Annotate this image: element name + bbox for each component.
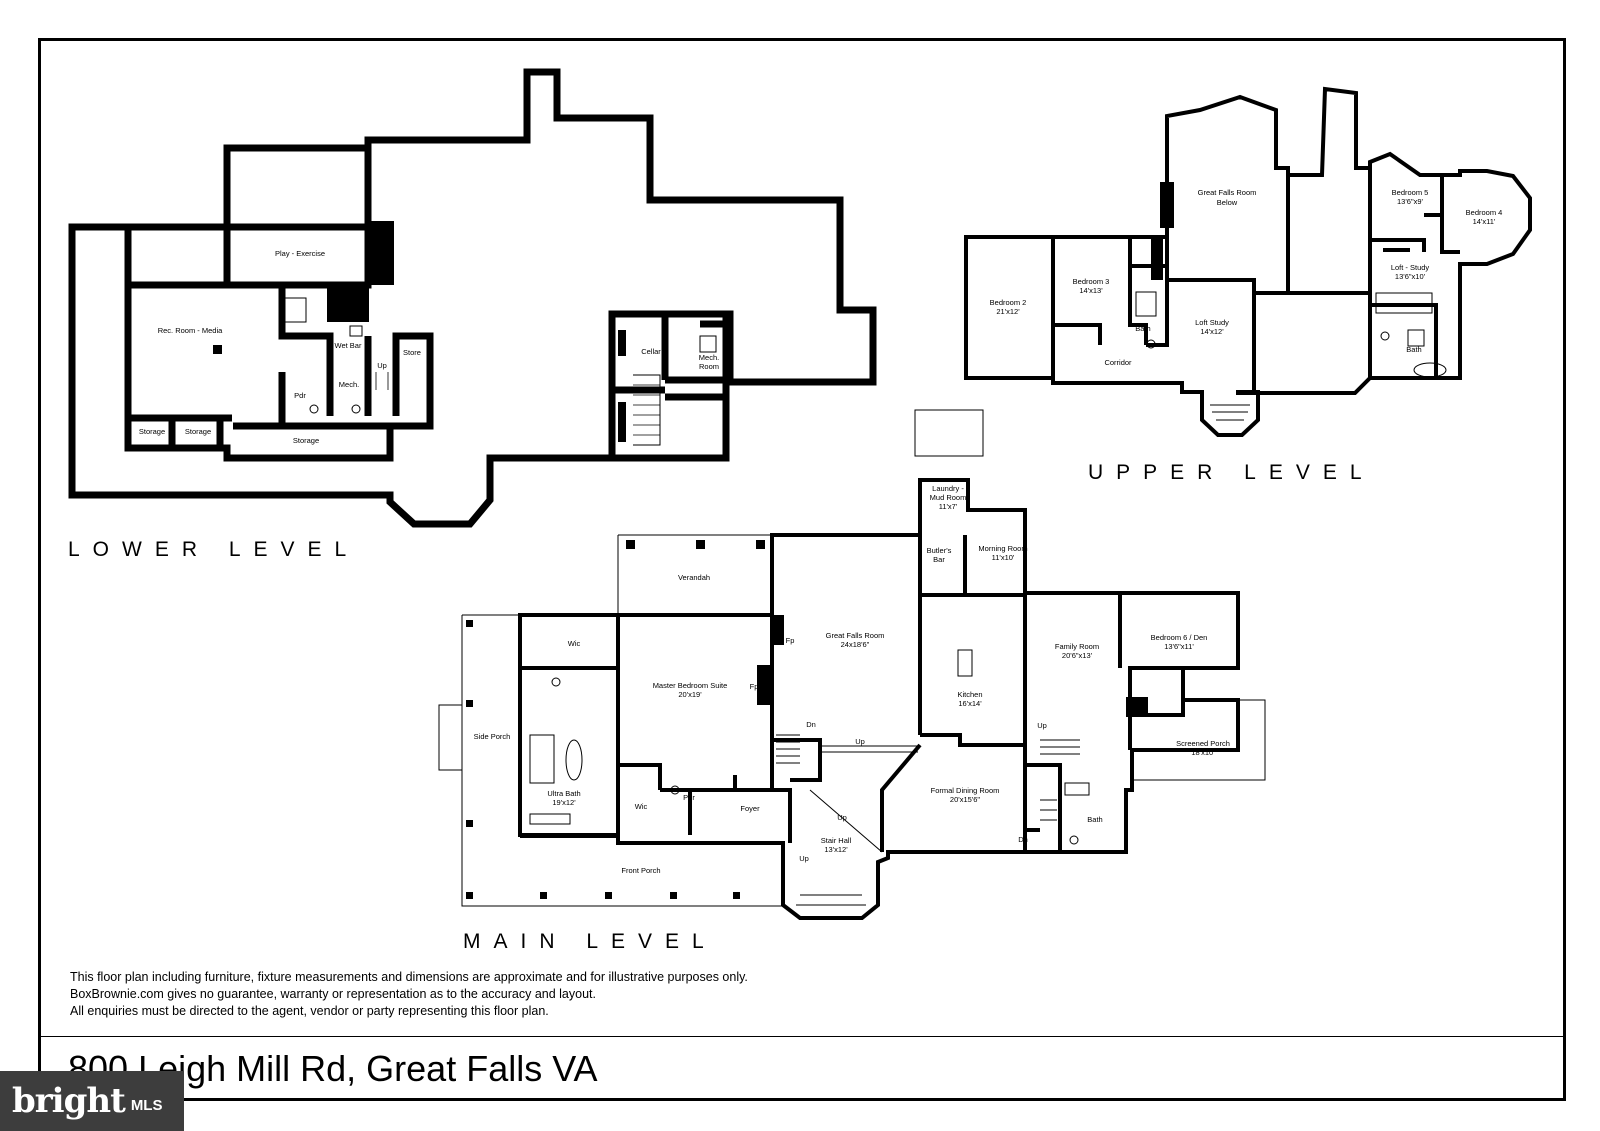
lower-level-labels: Play - Exercise Rec. Room - Media Wet Ba… <box>139 249 719 445</box>
room-corridor: Corridor <box>1104 358 1132 367</box>
room-bedroom-6: Bedroom 6 / Den <box>1151 633 1208 642</box>
room-ultra-bath: Ultra Bath <box>547 789 580 798</box>
room-bedroom-2-dim: 21'x12' <box>996 307 1020 316</box>
room-wic-2: Wic <box>635 802 648 811</box>
room-bedroom-2: Bedroom 2 <box>990 298 1027 307</box>
bright-mls-logo: bright MLS <box>0 1071 184 1131</box>
disclaimer-line: BoxBrownie.com gives no guarantee, warra… <box>70 987 596 1001</box>
room-bedroom-4-dim: 14'x11' <box>1473 217 1496 226</box>
room-bedroom-3-dim: 14'x13' <box>1079 286 1103 295</box>
level-title-upper: UPPER LEVEL <box>1088 461 1375 484</box>
room-bath-main: Bath <box>1087 815 1102 824</box>
room-laundry-2: Mud Room <box>930 493 967 502</box>
stair-up-1: Up <box>855 737 865 746</box>
upper-level-labels: Great Falls Room Below Bedroom 5 13'6"x9… <box>990 188 1503 367</box>
stair-up-lower: Up <box>377 361 387 370</box>
room-cellar: Cellar <box>641 347 661 356</box>
room-butlers-2: Bar <box>933 555 945 564</box>
room-bedroom-6-dim: 13'6"x11' <box>1164 642 1194 651</box>
room-foyer: Foyer <box>740 804 760 813</box>
room-butlers-1: Butler's <box>927 546 952 555</box>
room-bedroom-5: Bedroom 5 <box>1392 188 1429 197</box>
room-bath-a: Bath <box>1406 345 1421 354</box>
room-verandah: Verandah <box>678 573 710 582</box>
brand-mls: MLS <box>130 1096 163 1114</box>
room-storage-1: Storage <box>139 427 165 436</box>
room-loft-study-2: Loft - Study <box>1391 263 1430 272</box>
upper-level-plan <box>964 86 1532 437</box>
room-loft-study-dim: 14'x12' <box>1200 327 1224 336</box>
room-stair-hall: Stair Hall <box>821 836 852 845</box>
stair-dn-1: Dn <box>806 720 816 729</box>
room-loft-study: Loft Study <box>1195 318 1229 327</box>
disclaimer-line: This floor plan including furniture, fix… <box>70 970 748 984</box>
room-store: Store <box>403 348 421 357</box>
main-level-fixtures <box>466 540 1148 906</box>
room-play-exercise: Play - Exercise <box>275 249 325 258</box>
room-master-dim: 20'x19' <box>678 690 702 699</box>
lower-level-plan <box>68 68 877 528</box>
room-side-porch: Side Porch <box>474 732 511 741</box>
room-laundry-1: Laundry - <box>932 484 964 493</box>
room-stair-hall-dim: 13'x12' <box>824 845 848 854</box>
stair-up-4: Up <box>1037 721 1047 730</box>
room-pdr-main: Pdr <box>683 793 695 802</box>
room-formal-dining-dim: 20'x15'6" <box>950 795 980 804</box>
disclaimer: This floor plan including furniture, fix… <box>70 969 890 1020</box>
stair-up-2: Up <box>837 813 847 822</box>
room-storage-3: Storage <box>293 436 319 445</box>
room-kitchen: Kitchen <box>957 690 982 699</box>
room-laundry-dim: 11'x7' <box>939 502 958 511</box>
main-level-labels: Laundry - Mud Room 11'x7' Butler's Bar M… <box>474 484 1230 875</box>
room-storage-2: Storage <box>185 427 211 436</box>
brand-word: bright <box>12 1081 126 1121</box>
stair-dn-2: Dn <box>1018 835 1028 844</box>
room-bath-b: Bath <box>1135 324 1150 333</box>
level-title-main: MAIN LEVEL <box>463 930 717 953</box>
upper-level-fixtures <box>1135 182 1447 421</box>
room-bedroom-5-dim: 13'6"x9' <box>1397 197 1424 206</box>
room-bedroom-4: Bedroom 4 <box>1466 208 1503 217</box>
room-pdr-lower: Pdr <box>294 391 306 400</box>
room-ultra-bath-dim: 19'x12' <box>552 798 576 807</box>
room-screened-porch: Screened Porch <box>1176 739 1230 748</box>
room-morning: Morning Room <box>978 544 1027 553</box>
fireplace-2: Fp <box>750 682 759 691</box>
room-wic-1: Wic <box>568 639 581 648</box>
room-morning-dim: 11'x10' <box>992 553 1015 562</box>
room-great-falls-below-2: Below <box>1217 198 1238 207</box>
level-title-lower: LOWER LEVEL <box>68 538 360 561</box>
floorplan-frame <box>38 38 1566 1101</box>
room-wet-bar: Wet Bar <box>335 341 362 350</box>
room-loft-study-2-dim: 13'6"x10' <box>1395 272 1426 281</box>
room-master: Master Bedroom Suite <box>653 681 728 690</box>
room-kitchen-dim: 16'x14' <box>958 699 982 708</box>
room-mech-room-1: Mech. <box>699 353 719 362</box>
lower-level-fixtures <box>213 221 717 446</box>
title-divider <box>38 1036 1566 1037</box>
main-level-plan <box>518 478 1240 920</box>
room-family: Family Room <box>1055 642 1099 651</box>
room-rec-room: Rec. Room - Media <box>158 326 223 335</box>
room-screened-porch-dim: 18'x10' <box>1191 748 1215 757</box>
disclaimer-line: All enquiries must be directed to the ag… <box>70 1004 549 1018</box>
room-mech-room-2: Room <box>699 362 719 371</box>
room-bedroom-3: Bedroom 3 <box>1073 277 1110 286</box>
room-great-falls-below-1: Great Falls Room <box>1198 188 1257 197</box>
fireplace-1: Fp <box>786 636 795 645</box>
room-great-falls-dim: 24x18'6" <box>841 640 870 649</box>
main-level-porches <box>438 409 1266 907</box>
room-family-dim: 20'6"x13' <box>1062 651 1093 660</box>
room-great-falls: Great Falls Room <box>826 631 885 640</box>
room-mech-lower: Mech. <box>339 380 359 389</box>
stair-up-3: Up <box>799 854 809 863</box>
room-front-porch: Front Porch <box>621 866 660 875</box>
room-formal-dining: Formal Dining Room <box>931 786 1000 795</box>
